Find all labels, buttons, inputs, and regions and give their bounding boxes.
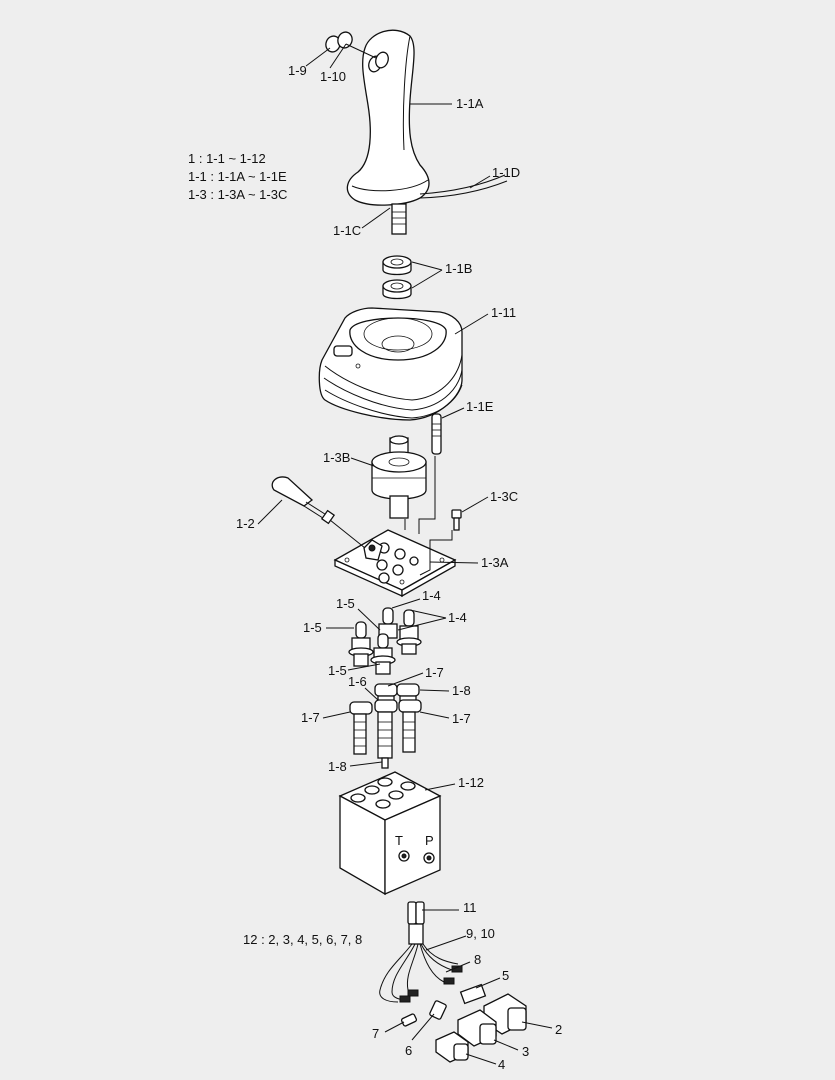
label-1-3C: 1-3C (490, 489, 518, 504)
joystick-handle (346, 29, 508, 206)
screw-1-3C (451, 509, 462, 531)
connector-4 (435, 1031, 469, 1063)
label-1-5-left: 1-5 (303, 620, 322, 635)
label-1-4-right: 1-4 (448, 610, 467, 625)
pin-1-1E (431, 413, 442, 455)
plunger-1-5-b (370, 633, 396, 675)
leader-lines (257, 43, 553, 1065)
label-1-11: 1-11 (491, 305, 516, 320)
nut-1-1B-lower (382, 279, 412, 300)
connector-3 (457, 1009, 497, 1047)
label-8: 8 (474, 952, 481, 967)
label-1-7-left: 1-7 (301, 710, 320, 725)
spring-1-7-a (349, 701, 373, 755)
label-1-3A: 1-3A (481, 555, 509, 570)
legend-line-1: 1 : 1-1 ~ 1-12 (188, 151, 266, 166)
label-2: 2 (555, 1022, 562, 1037)
label-6: 6 (405, 1043, 412, 1058)
harness-11 (379, 901, 463, 1003)
label-1-7-top: 1-7 (425, 665, 444, 680)
plunger-1-5-a (348, 621, 374, 667)
label-1-8-bottom: 1-8 (328, 759, 347, 774)
label-1-6: 1-6 (348, 674, 367, 689)
port-P-label: P (425, 833, 434, 848)
spring-1-7-c (374, 699, 398, 769)
plate-1-3A (329, 456, 457, 598)
label-4: 4 (498, 1057, 505, 1072)
label-1-1B: 1-1B (445, 261, 472, 276)
label-3: 3 (522, 1044, 529, 1059)
label-1-10: 1-10 (320, 69, 346, 84)
label-1-1C: 1-1C (333, 223, 361, 238)
label-1-9: 1-9 (288, 63, 307, 78)
label-1-5-bottom: 1-5 (328, 663, 347, 678)
legend-line-3: 1-3 : 1-3A ~ 1-3C (188, 187, 287, 202)
label-1-5-top: 1-5 (336, 596, 355, 611)
label-9-10: 9, 10 (466, 926, 495, 941)
valve-block-1-12 (338, 771, 442, 896)
ball-joint-1-3B (371, 435, 427, 519)
label-1-4-top: 1-4 (422, 588, 441, 603)
plunger-1-4-b (396, 609, 422, 655)
legend-bottom: 12 : 2, 3, 4, 5, 6, 7, 8 (243, 932, 362, 947)
label-1-12: 1-12 (458, 775, 484, 790)
housing-1-11 (318, 307, 463, 421)
label-11: 11 (463, 900, 477, 915)
label-1-1A: 1-1A (456, 96, 484, 111)
connector-5 (459, 983, 487, 1005)
label-1-1E: 1-1E (466, 399, 494, 414)
port-T-label: T (395, 833, 403, 848)
label-1-3B: 1-3B (323, 450, 350, 465)
label-7: 7 (372, 1026, 379, 1041)
lever-1-2 (271, 476, 336, 525)
legend-line-2: 1-1 : 1-1A ~ 1-1E (188, 169, 287, 184)
label-1-8-right: 1-8 (452, 683, 471, 698)
nut-1-1B-upper (382, 255, 412, 276)
label-1-2: 1-2 (236, 516, 255, 531)
label-5: 5 (502, 968, 509, 983)
button-1-10 (337, 31, 353, 49)
connector-7 (400, 1013, 418, 1027)
label-1-7-right: 1-7 (452, 711, 471, 726)
spring-1-8 (398, 699, 422, 753)
stud-1-1C (391, 203, 407, 235)
label-1-1D: 1-1D (492, 165, 520, 180)
